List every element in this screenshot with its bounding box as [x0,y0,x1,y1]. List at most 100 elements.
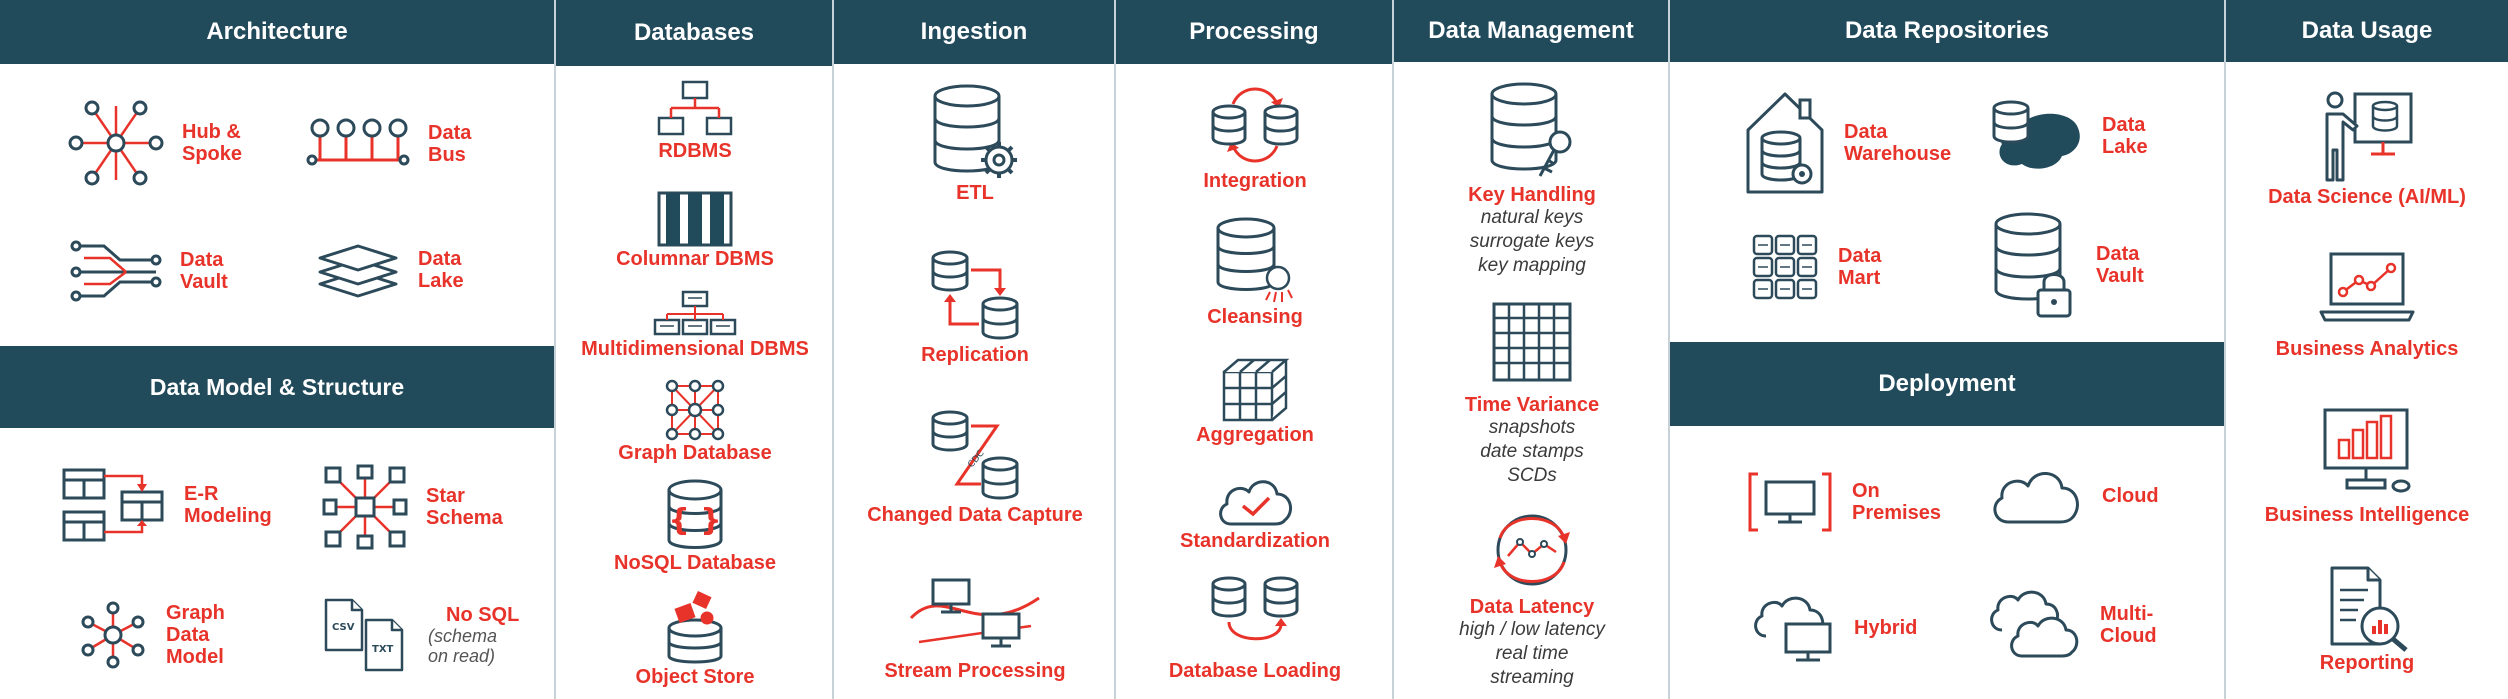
hybrid-label: Hybrid [1854,617,1918,639]
object-store-icon [667,590,723,664]
cdc-item: CDC Changed Data Capture [834,408,1114,526]
star-schema-label: Star Schema [426,485,503,529]
presenter-icon [2325,91,2413,182]
laptop-chart-icon [2319,252,2415,322]
er-model-icon [62,468,164,542]
no-sql-note: (schema on read) [428,626,498,666]
calendar-grid-icon [1492,302,1572,382]
reporting-item: Reporting [2226,564,2508,674]
database-lake-icon [1992,100,2080,169]
processing-column: Processing Integration [1116,0,1394,699]
data-latency-detail-1: high / low latency [1459,619,1605,640]
aggregation-item: Aggregation [1116,356,1392,446]
data-mart-item: Data Mart [1750,232,1881,302]
graph-data-model-item: Graph Data Model [78,600,225,670]
cloud-label: Cloud [2102,485,2159,507]
etl-label: ETL [956,182,994,204]
data-latency-detail-3: streaming [1490,667,1574,688]
graph-database-item: Graph Database [556,378,832,464]
multidimensional-icon [653,290,737,336]
data-model-title: Data Model & Structure [149,373,405,400]
business-intelligence-label: Business Intelligence [2264,504,2470,526]
databases-title: Databases [633,19,755,46]
replication-item: Replication [834,248,1114,366]
multi-cloud-label: Multi- Cloud [2100,603,2157,647]
no-sql-label: No SQL [446,604,520,626]
key-handling-item: Key Handling natural keys surrogate keys… [1394,80,1668,278]
graph-model-icon [81,601,145,669]
deployment-header: Deployment [1670,342,2224,426]
graph-database-label: Graph Database [618,442,772,464]
object-store-label: Object Store [635,666,755,688]
on-premises-item: On Premises [1746,470,1941,534]
architecture-column: Architecture Hub & Spoke [0,0,556,699]
data-usage-title: Data Usage [2301,17,2433,44]
standardization-label: Standardization [1179,530,1330,552]
database-loading-label: Database Loading [1168,660,1342,682]
data-vault-repo-label: Data Vault [2096,243,2144,287]
deployment-title: Deployment [1878,370,2016,397]
database-loading-item: Database Loading [1116,574,1392,682]
nosql-database-icon: { } [667,479,723,549]
svg-text:TXT: TXT [372,644,394,655]
aggregation-cubes-icon [1222,358,1290,422]
columnar-item: Columnar DBMS [556,190,832,270]
replication-icon [931,250,1019,340]
data-lake-arch-item: Data Lake [316,240,464,300]
data-management-header: Data Management [1394,0,1668,62]
data-usage-column: Data Usage Data Science (AI/ML) [2226,0,2508,699]
graph-data-model-label: Graph Data Model [166,602,225,668]
cloud-item: Cloud [1988,464,2159,528]
on-premises-label: On Premises [1852,480,1941,524]
data-warehouse-item: Data Warehouse [1744,90,1951,196]
integration-label: Integration [1203,170,1307,192]
architecture-title: Architecture [206,18,348,45]
er-modeling-item: E-R Modeling [60,466,272,544]
monitor-bracket-icon [1748,472,1832,532]
ingestion-column: Ingestion ETL [834,0,1116,699]
data-bus-label: Data Bus [428,122,472,166]
ingestion-header: Ingestion [834,0,1114,64]
nosql-database-label: NoSQL Database [614,552,776,574]
data-lake-repo-label: Data Lake [2102,114,2148,158]
reporting-label: Reporting [2319,652,2415,674]
key-handling-label: Key Handling [1468,184,1596,206]
data-management-title: Data Management [1428,17,1634,44]
stream-processing-item: Stream Processing [834,572,1114,682]
data-science-label: Data Science (AI/ML) [2268,186,2466,208]
data-vault-repo-item: Data Vault [1990,210,2144,320]
database-gear-icon [933,84,1017,178]
key-handling-detail-1: natural keys [1480,207,1584,228]
processing-header: Processing [1116,0,1392,64]
data-warehouse-label: Data Warehouse [1844,121,1952,165]
multidimensional-label: Multidimensional DBMS [581,338,809,360]
databases-column: Databases RDBMS Columnar DBMS Mul [556,0,834,699]
replication-label: Replication [921,344,1029,366]
business-intelligence-item: Business Intelligence [2226,406,2508,526]
columns-icon [657,191,733,247]
cdc-label: Changed Data Capture [867,504,1083,526]
data-repositories-title: Data Repositories [1844,17,2050,44]
data-science-item: Data Science (AI/ML) [2226,86,2508,208]
etl-item: ETL [834,82,1114,204]
architecture-header: Architecture [0,0,554,64]
database-loading-icon [1211,576,1299,641]
stream-processing-icon [909,578,1040,648]
multi-cloud-item: Multi- Cloud [1986,590,2157,660]
cloud-icon [1993,472,2079,524]
rdbms-label: RDBMS [658,140,732,162]
csv-txt-files-icon: CSV TXT [324,598,404,672]
warehouse-icon [1746,92,1824,194]
report-magnifier-icon [2330,566,2408,652]
standardization-item: Standardization [1116,472,1392,552]
cleansing-item: Cleansing [1116,216,1392,328]
integration-item: Integration [1116,80,1392,192]
cloud-check-icon [1219,480,1293,526]
cleansing-icon [1216,217,1293,303]
database-key-icon [1490,82,1572,177]
data-latency-detail-2: real time [1495,643,1569,664]
time-variance-detail-1: snapshots [1488,417,1576,438]
layers-icon [318,244,398,298]
data-mart-label: Data Mart [1838,245,1882,289]
data-lake-arch-label: Data Lake [418,248,464,292]
